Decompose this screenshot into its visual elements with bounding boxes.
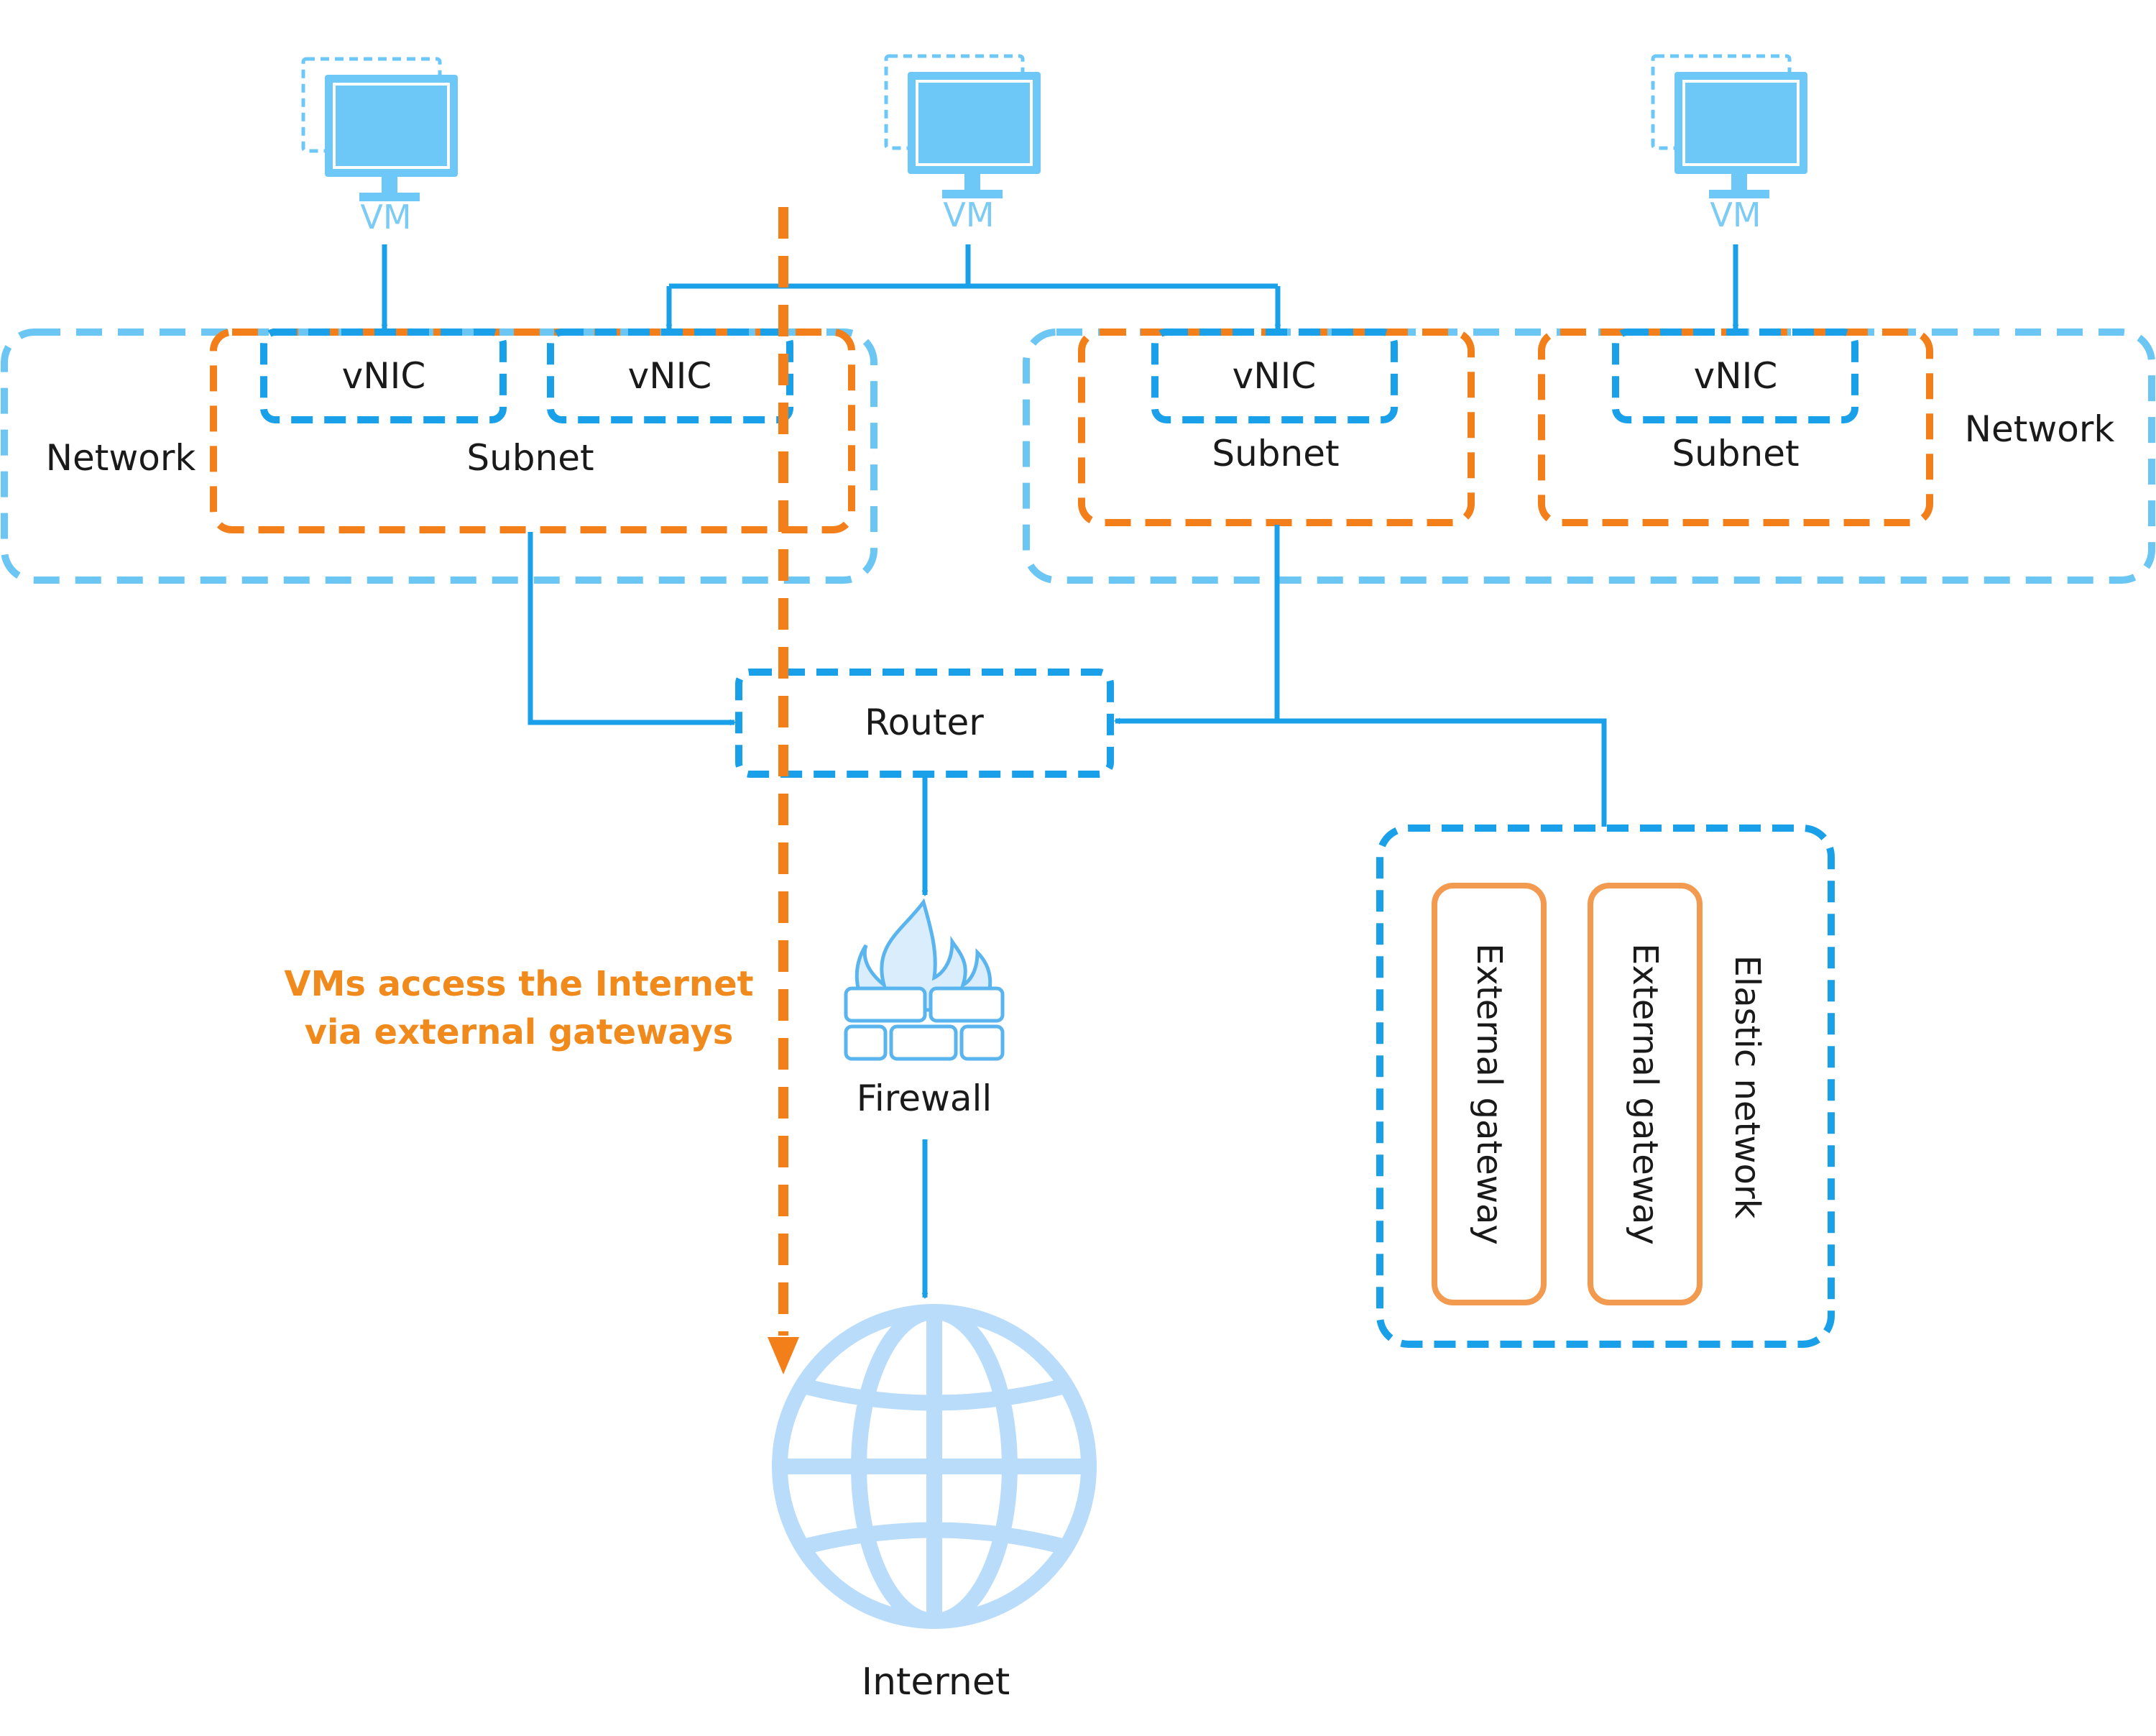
external-gateway-label-1: External gateway bbox=[1469, 943, 1509, 1245]
network-box-right bbox=[1023, 329, 2155, 584]
globe-icon bbox=[772, 1304, 1097, 1629]
vm-icon-1 bbox=[301, 57, 458, 201]
subnet-label-right: Subnet bbox=[1672, 433, 1799, 474]
internet-label: Internet bbox=[862, 1661, 1010, 1704]
vnic-box-3 bbox=[1151, 329, 1398, 423]
external-gateway-box-1 bbox=[1432, 883, 1547, 1305]
vnic-label-3: vNIC bbox=[1233, 355, 1317, 397]
elastic-to-router-line bbox=[1277, 718, 1607, 827]
router-label: Router bbox=[865, 702, 984, 743]
vnic-label-2: vNIC bbox=[628, 355, 712, 397]
internet-access-note-line1: VMs access the Internet bbox=[284, 964, 753, 1004]
internet-access-arrowhead bbox=[768, 1337, 799, 1374]
vm-label-1: VM bbox=[360, 198, 411, 236]
vm-icon-3 bbox=[1651, 54, 1807, 198]
elastic-network-label: Elastic network bbox=[1727, 955, 1767, 1219]
subnet-label-middle: Subnet bbox=[1212, 433, 1339, 474]
vnic-box-1 bbox=[260, 329, 507, 423]
vnic-box-2 bbox=[547, 329, 793, 423]
vm-label-3: VM bbox=[1710, 196, 1761, 234]
network-label-right: Network bbox=[1965, 408, 2115, 450]
vnic-box-4 bbox=[1612, 329, 1858, 423]
vm-icon-2 bbox=[884, 54, 1041, 198]
firewall-label: Firewall bbox=[857, 1078, 992, 1119]
vm-label-2: VM bbox=[943, 196, 994, 234]
external-gateway-label-2: External gateway bbox=[1625, 943, 1665, 1245]
left-subnet-to-router-line bbox=[528, 532, 734, 722]
vnic-label-4: vNIC bbox=[1694, 355, 1778, 397]
elastic-network-box bbox=[1376, 825, 1835, 1348]
middle-subnet-to-router-line bbox=[1115, 525, 1280, 721]
vnic-label-1: vNIC bbox=[342, 355, 426, 397]
network-label-left: Network bbox=[46, 437, 196, 479]
internet-access-note-line2: via external gateways bbox=[305, 1012, 734, 1052]
connectors bbox=[384, 244, 1736, 1298]
firewall-icon bbox=[844, 898, 1005, 1061]
router-box bbox=[735, 669, 1114, 778]
external-gateway-box-2 bbox=[1588, 883, 1703, 1305]
subnet-box-left bbox=[210, 329, 855, 533]
subnet-label-left: Subnet bbox=[466, 437, 594, 479]
